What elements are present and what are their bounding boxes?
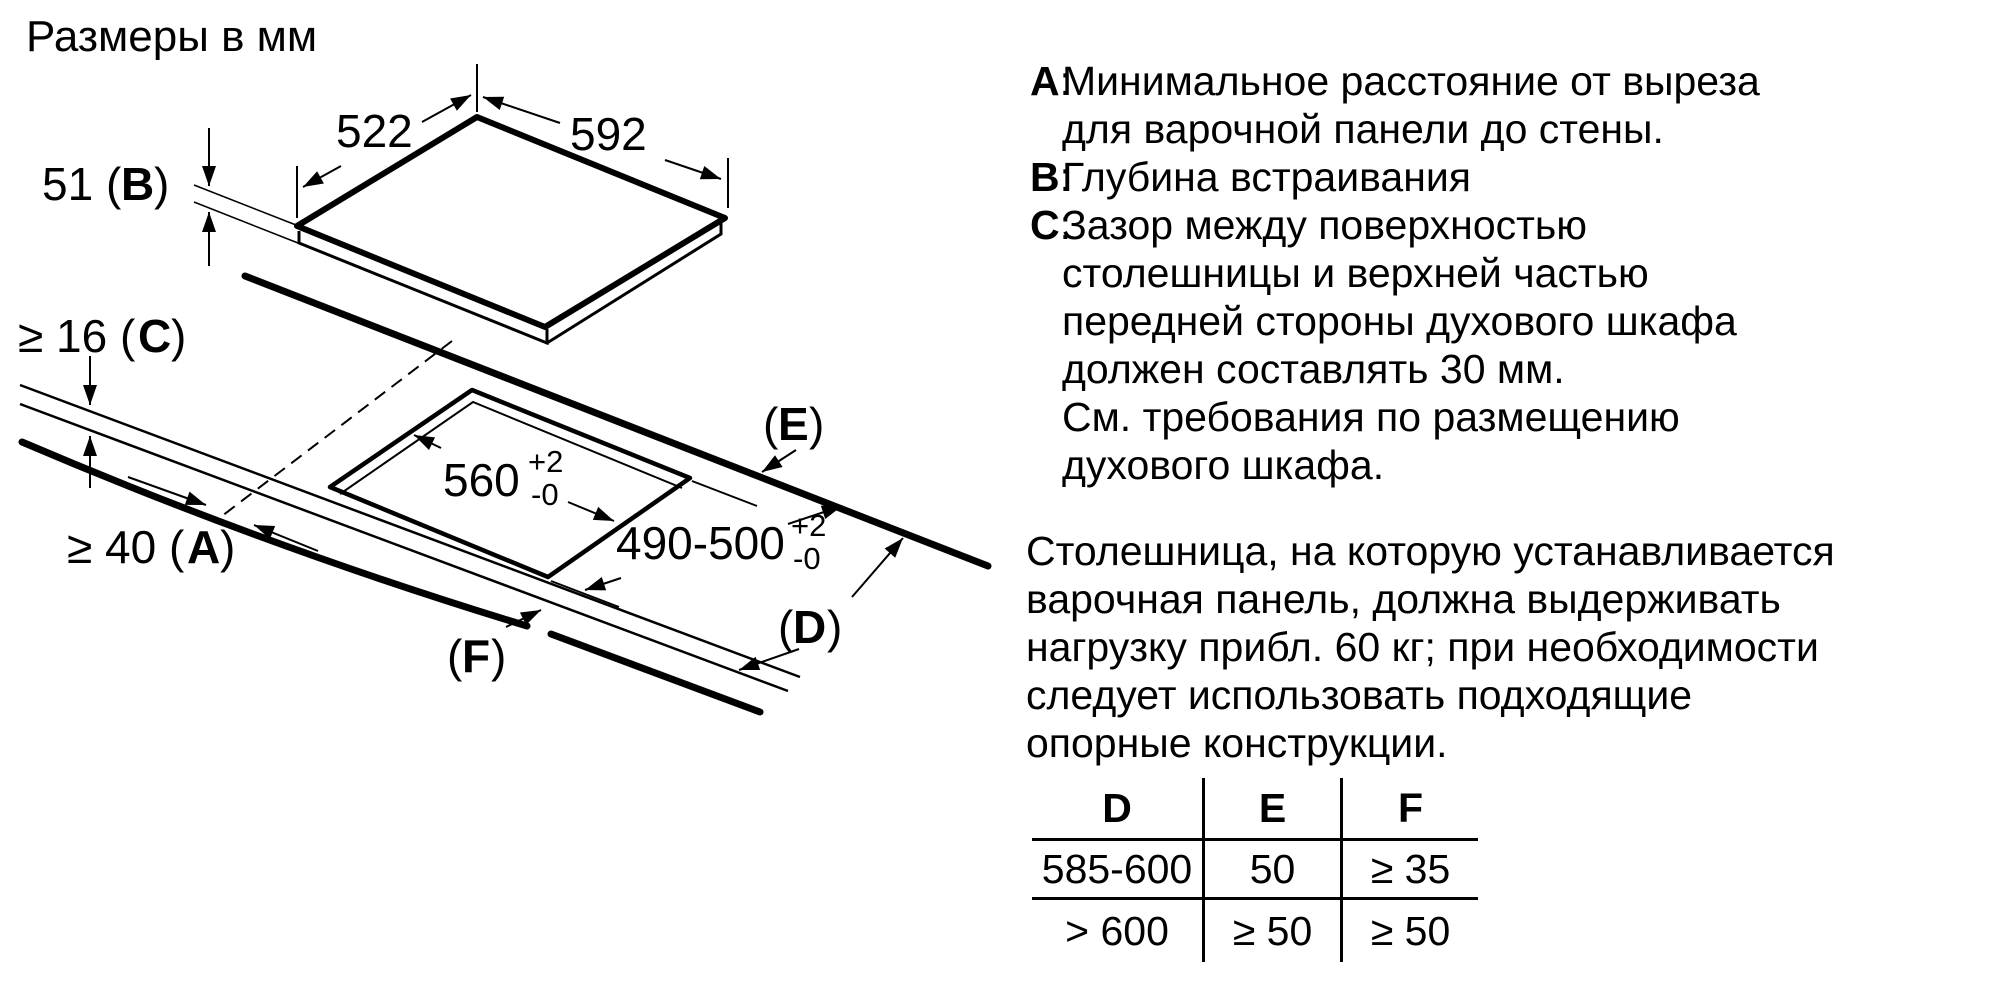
svg-text:): ): [171, 310, 186, 362]
legend-text: Минимальное расстояние от выреза: [1062, 58, 1760, 104]
svg-text:C: C: [138, 310, 171, 362]
dimension-cutout-width: 560 +2 -0: [413, 434, 615, 522]
table-row: 585-600 50 ≥ 35: [1032, 839, 1478, 900]
paragraph-line: следует использовать подходящие: [1026, 672, 1693, 718]
legend-item-b: B:: [1030, 154, 1072, 200]
table-cell: 585-600: [1032, 839, 1204, 900]
svg-text:(: (: [763, 398, 779, 450]
table-cell: 50: [1202, 839, 1342, 900]
legend-text: передней стороны духового шкафа: [1062, 298, 1737, 344]
table-header: D: [1032, 778, 1204, 841]
svg-text:E: E: [778, 398, 809, 450]
svg-text:): ): [809, 398, 824, 450]
cutout-width-tolerance-minus: -0: [531, 477, 559, 512]
label-d: ( D ): [738, 537, 904, 671]
panel-width-label: 592: [570, 108, 647, 160]
dimension-wall-distance: ≥ 40 ( A ): [67, 476, 319, 573]
table-cell: ≥ 50: [1202, 898, 1342, 962]
svg-text:): ): [827, 601, 842, 653]
svg-text:D: D: [793, 601, 826, 653]
dimension-cutout-depth: 490-500 +2 -0: [550, 480, 843, 608]
dimension-panel-depth: 522: [296, 64, 478, 218]
label-f: ( F ): [447, 609, 542, 682]
svg-text:F: F: [462, 630, 490, 682]
worktop-thickness-label: ≥ 16 (: [18, 310, 136, 362]
worktop-drawing: [18, 272, 992, 716]
svg-text:): ): [220, 521, 235, 573]
svg-text:A: A: [187, 521, 220, 573]
svg-text:(: (: [778, 601, 794, 653]
legend-text: должен составлять 30 мм.: [1062, 346, 1565, 392]
paragraph-line: нагрузку прибл. 60 кг; при необходимости: [1026, 624, 1819, 670]
panel-depth-label: 522: [336, 105, 413, 157]
installation-diagram: 522 592 51 ( B ): [18, 64, 992, 716]
cutout-depth-tolerance-plus: +2: [791, 508, 826, 543]
cutout-width-label: 560: [443, 454, 520, 506]
svg-text:(: (: [447, 630, 463, 682]
legend-item-c: C:: [1030, 202, 1072, 248]
hob-panel-drawing: [294, 114, 728, 346]
legend-text: столешницы и верхней частью: [1062, 250, 1649, 296]
legend-text: духового шкафа.: [1062, 442, 1385, 488]
wall-distance-label: ≥ 40 (: [67, 521, 185, 573]
table-header: F: [1340, 778, 1478, 841]
legend-text: См. требования по размещению: [1062, 394, 1680, 440]
paragraph-line: варочная панель, должна выдерживать: [1026, 576, 1781, 622]
table-header-row: D E F: [1032, 778, 1478, 841]
paragraph-line: опорные конструкции.: [1026, 720, 1448, 766]
legend-item-a: A:: [1030, 58, 1072, 104]
projection-dashed-line: [217, 340, 453, 520]
panel-height-letter: B: [121, 158, 154, 210]
table-cell: ≥ 50: [1340, 898, 1478, 962]
svg-text:): ): [154, 158, 169, 210]
dimension-panel-height: 51 ( B ): [42, 128, 299, 266]
table-cell: ≥ 35: [1340, 839, 1478, 900]
panel-height-label: 51 (: [42, 158, 122, 210]
legend-text: Глубина встраивания: [1062, 154, 1471, 200]
label-e: ( E ): [761, 398, 824, 473]
cutout-depth-tolerance-minus: -0: [793, 541, 821, 576]
legend-text: Зазор между поверхностью: [1062, 202, 1588, 248]
cutout-depth-label: 490-500: [616, 517, 785, 569]
table-row: > 600 ≥ 50 ≥ 50: [1032, 898, 1478, 962]
paragraph-line: Столешница, на которую устанавливается: [1026, 528, 1835, 574]
cutout-width-tolerance-plus: +2: [528, 444, 563, 479]
table-header: E: [1202, 778, 1342, 841]
table-cell: > 600: [1065, 907, 1169, 954]
svg-text:): ): [491, 630, 506, 682]
dimension-worktop-thickness: ≥ 16 ( C ): [18, 310, 186, 488]
dimension-panel-width: 592: [482, 96, 729, 208]
page-title: Размеры в мм: [26, 12, 318, 61]
legend-text: для варочной панели до стены.: [1062, 106, 1664, 152]
def-spec-table: D E F 585-600 50 ≥ 35 > 600 ≥ 50 ≥ 50: [1032, 778, 1478, 962]
